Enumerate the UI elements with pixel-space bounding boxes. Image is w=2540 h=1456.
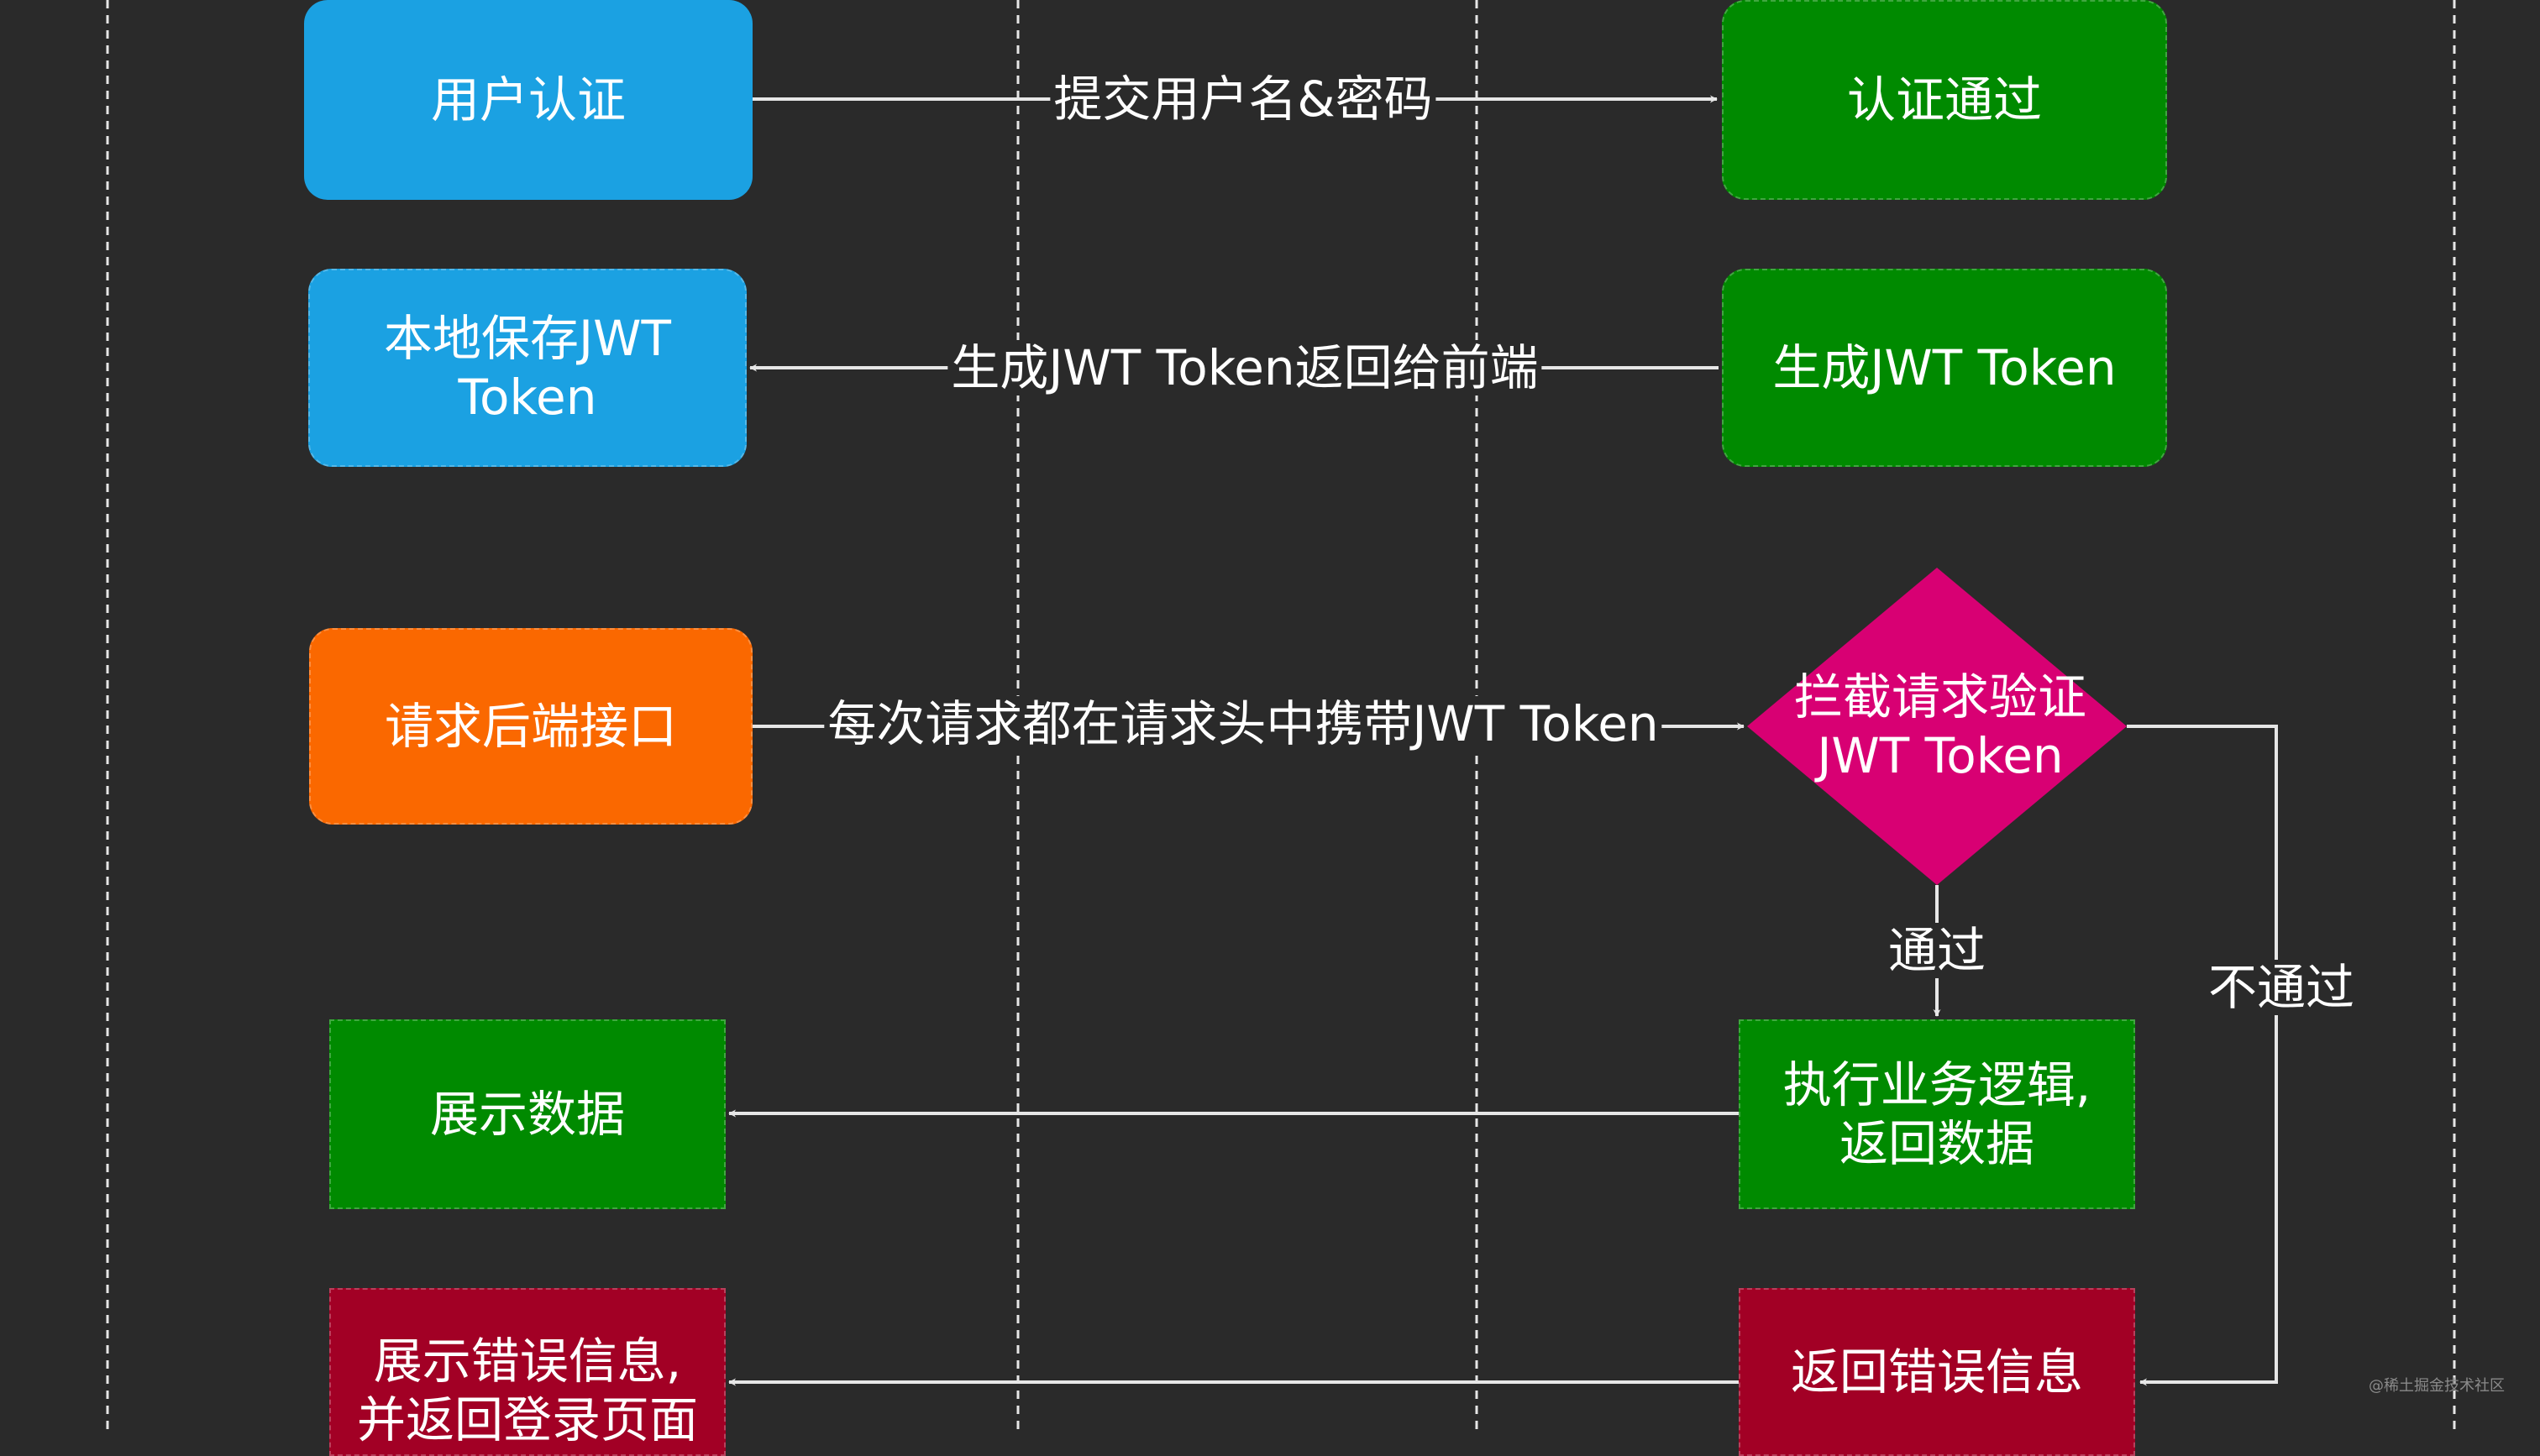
show-error-node: 展示错误信息, 并返回登录页面 — [329, 1288, 726, 1456]
auth-passed-node: 认证通过 — [1722, 0, 2167, 200]
carry-jwt-label: 每次请求都在请求头中携带JWT Token — [824, 696, 1662, 752]
exec-logic-node: 执行业务逻辑, 返回数据 — [1739, 1019, 2135, 1209]
passed-label: 通过 — [1884, 923, 1990, 978]
not-passed-label: 不通过 — [2204, 960, 2359, 1015]
show-data-node: 展示数据 — [329, 1019, 726, 1209]
request-api-node: 请求后端接口 — [309, 628, 753, 825]
watermark: @稀土掘金技术社区 — [2369, 1377, 2505, 1395]
arrow-not-passed — [2127, 725, 2278, 1386]
return-jwt-label: 生成JWT Token返回给前端 — [947, 340, 1542, 395]
intercept-diamond — [1747, 568, 2127, 885]
intercept-verify-label: 拦截请求验证 JWT Token — [1793, 668, 2086, 784]
user-auth-node: 用户认证 — [304, 0, 753, 200]
submit-credentials-label: 提交用户名&密码 — [1050, 71, 1436, 127]
save-jwt-node: 本地保存JWT Token — [308, 269, 747, 467]
gen-jwt-node: 生成JWT Token — [1722, 269, 2167, 467]
return-error-node: 返回错误信息 — [1739, 1288, 2135, 1456]
